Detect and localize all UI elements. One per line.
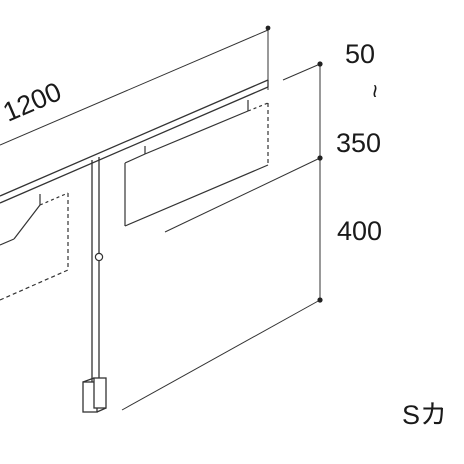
right-sign-panel bbox=[124, 100, 269, 227]
height-dot-top bbox=[317, 61, 323, 67]
height-min-label: 50 bbox=[345, 39, 375, 69]
height-dot-middle bbox=[317, 155, 323, 161]
vertical-post bbox=[91, 157, 100, 390]
width-dimension-dot bbox=[265, 25, 271, 31]
post-knob bbox=[94, 252, 104, 262]
range-symbol: ~ bbox=[361, 84, 388, 98]
base-clamp bbox=[82, 377, 107, 413]
height-dimension-line bbox=[121, 63, 321, 411]
height-max-label: 350 bbox=[336, 128, 381, 158]
lower-height-label: 400 bbox=[337, 216, 382, 246]
width-label: 1200 bbox=[0, 76, 66, 127]
width-dimension-line bbox=[0, 26, 269, 146]
left-sign-panel bbox=[0, 192, 69, 301]
caption-text: Sカ bbox=[402, 400, 447, 430]
height-dot-bottom bbox=[317, 297, 323, 303]
